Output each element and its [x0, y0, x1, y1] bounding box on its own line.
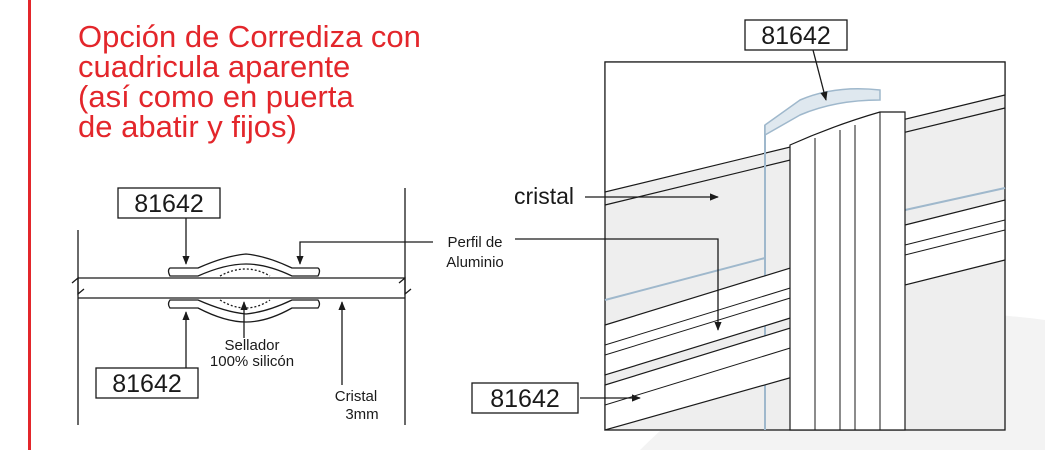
- arrow-top-clip: [812, 49, 828, 101]
- red-margin-rule: [28, 0, 31, 450]
- top-clip: [764, 88, 881, 137]
- glass-edge-right: [904, 187, 1006, 211]
- muntin-h-right-groove-1: [904, 219, 1006, 246]
- perspective-diagram: [515, 49, 1006, 431]
- part-box-top: [117, 187, 221, 219]
- arrow-profile: [296, 241, 433, 265]
- lower-sealant: [219, 299, 271, 309]
- sealant-label-line-2: 100% silicón: [210, 353, 294, 370]
- glass-label-line-1: Cristal: [335, 388, 378, 405]
- glass-edge-left: [604, 257, 766, 301]
- title-line-2: cuadricula aparente: [78, 49, 351, 84]
- part-box-perspective-top: [744, 19, 848, 51]
- glass-label-perspective: cristal: [514, 183, 574, 209]
- muntin-h-right-groove-2: [904, 229, 1006, 256]
- profile-label-line-1: Perfil de: [447, 234, 502, 251]
- page-title: Opción de Corrediza con cuadricula apare…: [78, 19, 421, 144]
- title-line-4: de abatir y fijos): [78, 109, 297, 144]
- upper-sealant: [219, 268, 271, 277]
- part-number-bottom: 81642: [112, 370, 182, 398]
- top-rail: [604, 61, 1006, 193]
- break-mark-left: [71, 276, 85, 296]
- part-number-perspective-bottom: 81642: [490, 385, 560, 413]
- upper-profile: [167, 253, 321, 277]
- break-mark-right: [398, 276, 412, 296]
- glass-label-line-2: 3mm: [345, 406, 378, 423]
- muntin-vertical: [789, 111, 906, 431]
- part-box-perspective-bottom: [471, 382, 579, 414]
- title-line-3: (así como en puerta: [78, 79, 354, 114]
- lower-profile: [167, 299, 321, 323]
- profile-label-line-2: Aluminio: [446, 254, 504, 271]
- sealant-label-line-1: Sellador: [224, 337, 279, 354]
- arrow-profile-right: [515, 238, 722, 331]
- title-line-1: Opción de Corrediza con: [78, 19, 421, 54]
- muntin-h-left-groove-2: [604, 294, 801, 356]
- part-number-top: 81642: [134, 190, 204, 218]
- part-number-perspective-top: 81642: [761, 22, 831, 50]
- part-box-bottom: [95, 367, 199, 399]
- section-diagram: [71, 188, 433, 425]
- muntin-h-left-groove-1: [604, 284, 801, 346]
